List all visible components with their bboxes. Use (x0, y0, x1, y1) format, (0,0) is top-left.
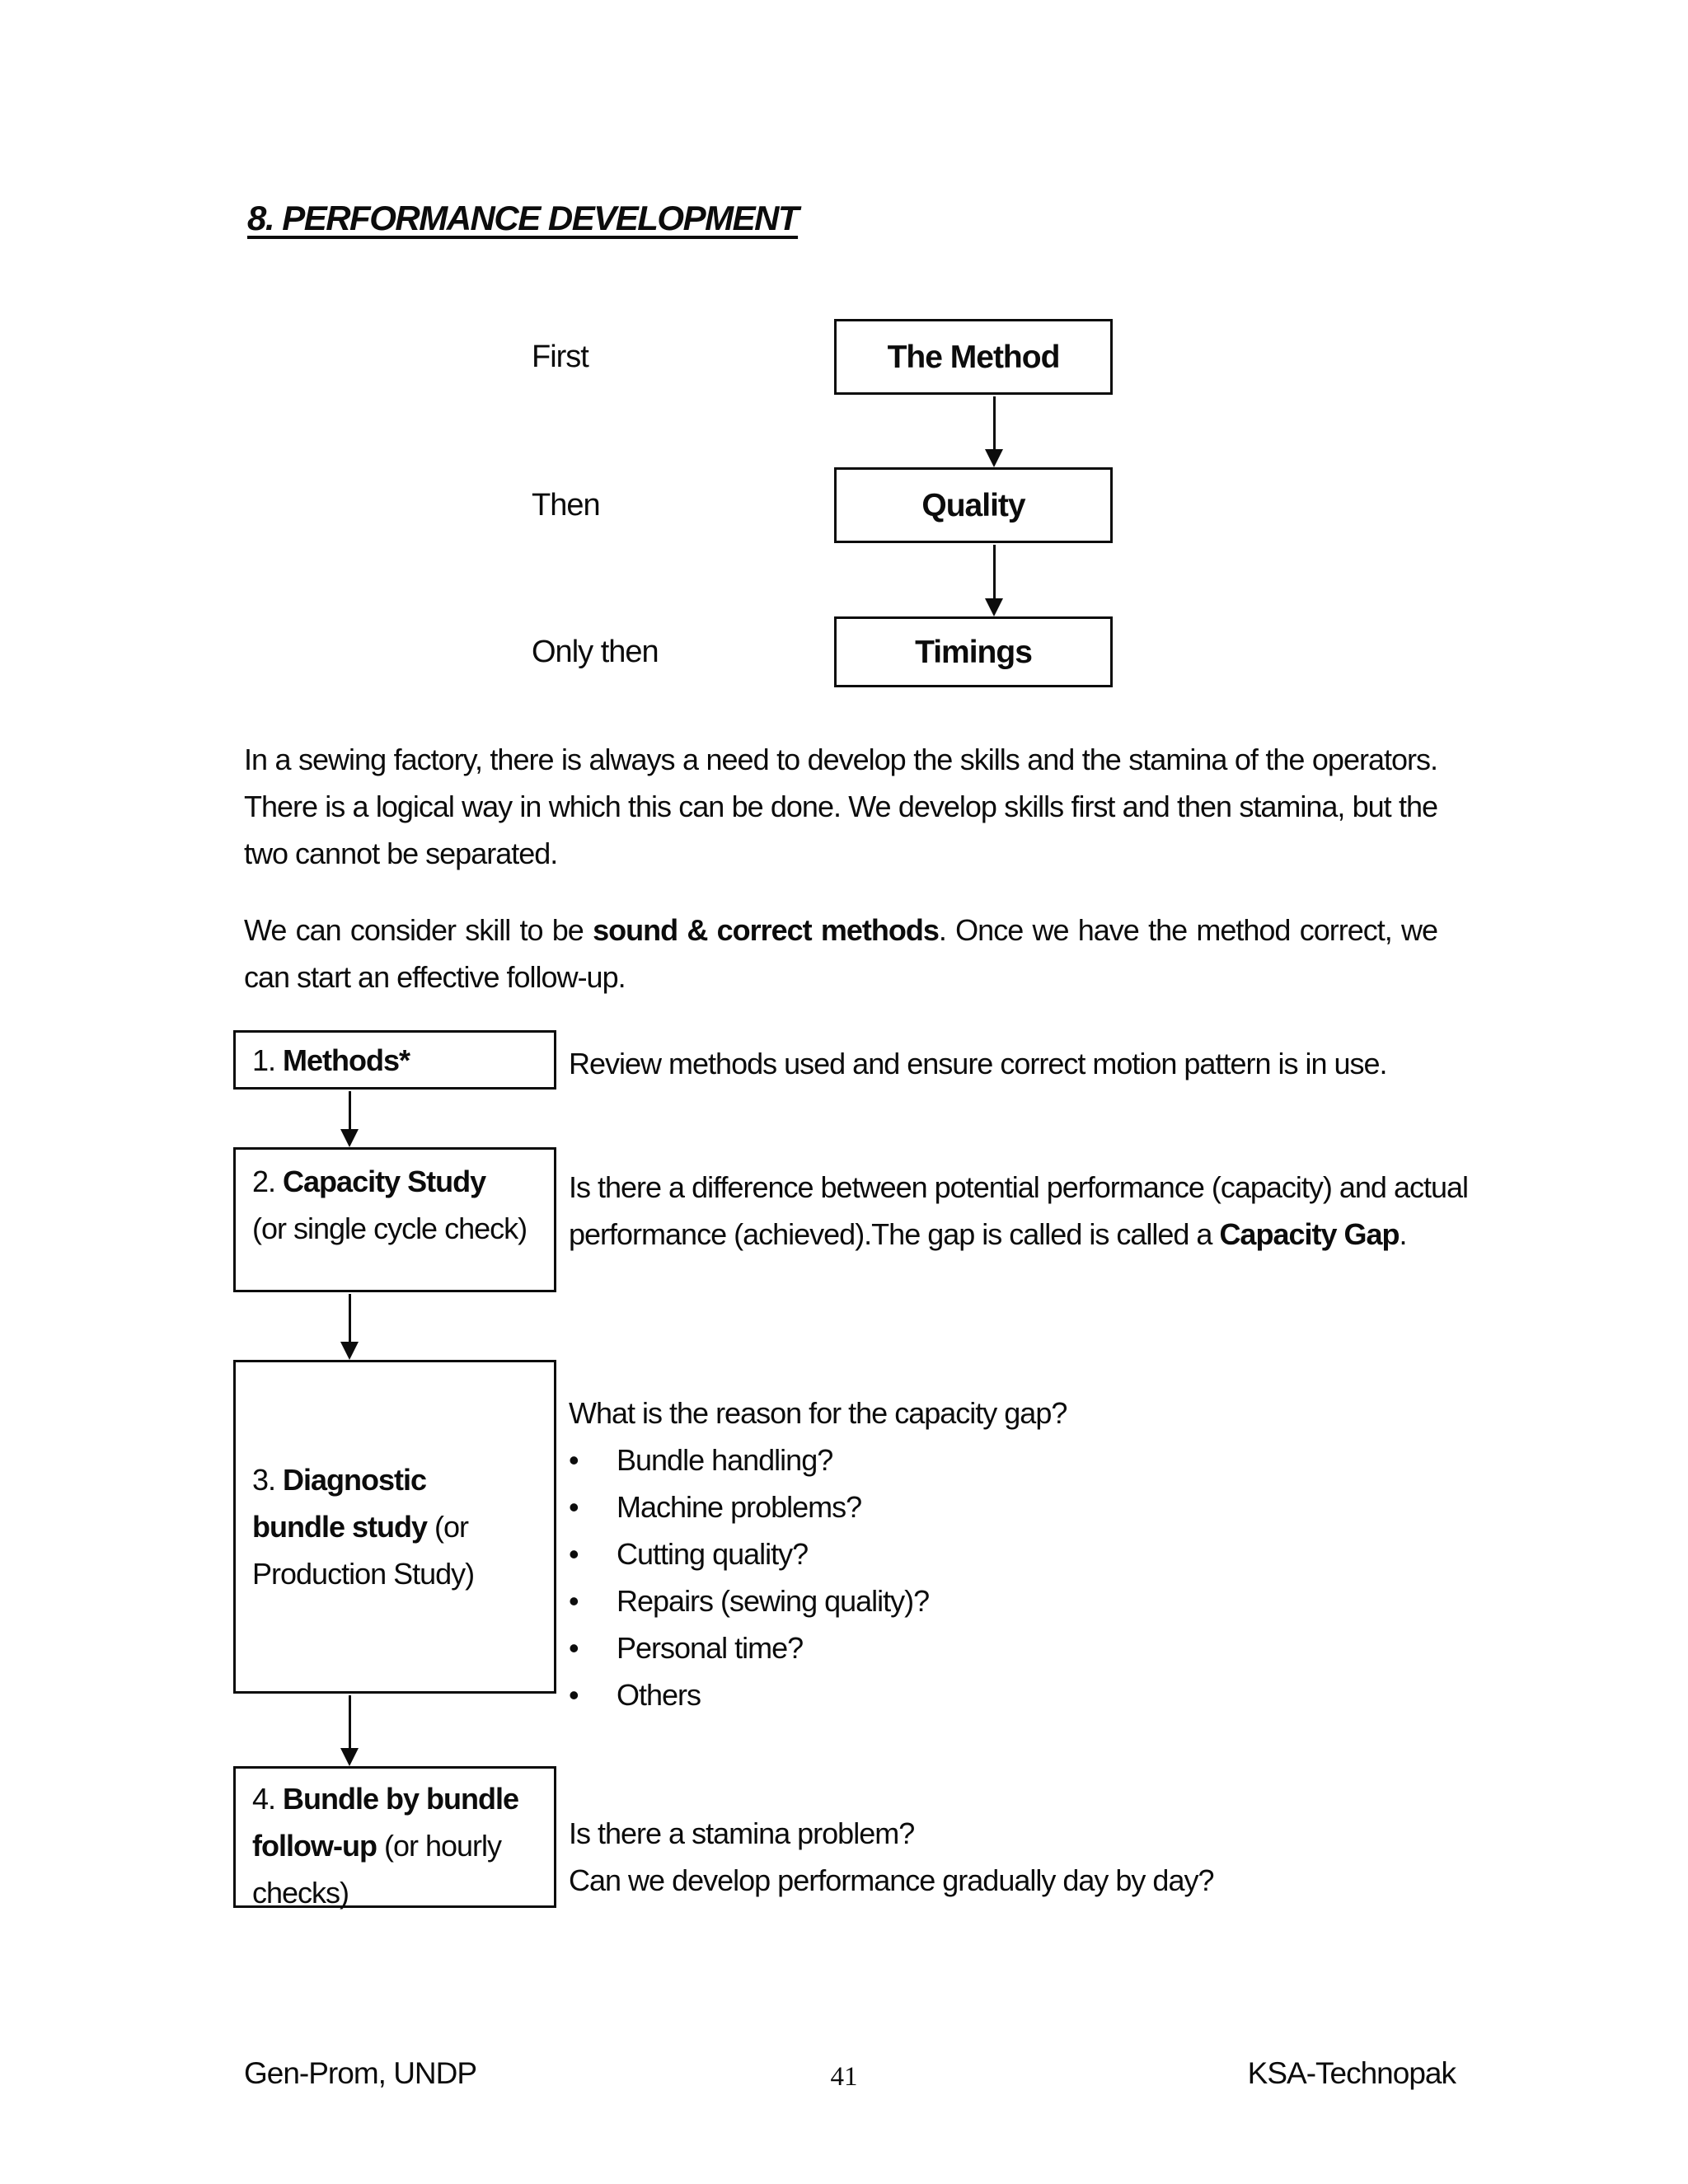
bullet-item: • Others (569, 1671, 1591, 1718)
flow-box-quality: Quality (834, 467, 1113, 543)
flow-label-only-then: Only then (532, 635, 659, 669)
bullet-text: Bundle handling? (617, 1443, 833, 1477)
step4-title-part2: follow-up (252, 1829, 377, 1863)
flow-box-the-method-label: The Method (887, 339, 1061, 375)
step4-title-line3: checks) (252, 1876, 349, 1910)
down-arrow-head-icon (340, 1342, 359, 1360)
step4-description: Is there a stamina problem? Can we devel… (569, 1810, 1591, 1904)
step2-description: Is there a difference between potential … (569, 1164, 1587, 1258)
down-arrow-head-icon (985, 598, 1003, 616)
step2-subtitle: (or single cycle check) (252, 1212, 528, 1245)
bullet-text: Cutting quality? (617, 1537, 809, 1571)
step4-desc-line2: Can we develop performance gradually day… (569, 1863, 1215, 1897)
bullet-icon: • (569, 1678, 579, 1712)
bullet-icon: • (569, 1631, 579, 1665)
down-arrow-head-icon (340, 1748, 359, 1766)
flow-label-first: First (532, 340, 589, 374)
flow-label-then: Then (532, 488, 601, 523)
page-title: 8. PERFORMANCE DEVELOPMENT (247, 199, 799, 237)
step3-title-line3: Production Study) (252, 1557, 475, 1591)
step4-title-line1: 4. Bundle by bundle (252, 1775, 542, 1822)
step3-title-line1: 3. Diagnostic (252, 1456, 534, 1503)
step4-suffix: (or hourly (376, 1829, 502, 1863)
step1-box: 1. Methods* (233, 1030, 556, 1090)
skill-paragraph-bold: sound & correct methods (593, 913, 940, 947)
step4-number: 4. (252, 1782, 284, 1816)
bullet-text: Personal time? (617, 1631, 804, 1665)
bullet-item: • Bundle handling? (569, 1436, 1591, 1483)
step2-desc-part2: . (1399, 1217, 1408, 1251)
flow-box-timings-label: Timings (915, 634, 1033, 670)
step1-title-line: 1. Methods* (252, 1037, 410, 1084)
bullet-item: • Repairs (sewing quality)? (569, 1577, 1591, 1624)
bullet-text: Repairs (sewing quality)? (617, 1584, 930, 1618)
bullet-text: Machine problems? (617, 1490, 862, 1524)
bullet-icon: • (569, 1537, 579, 1571)
step3-title-part2: bundle study (252, 1510, 428, 1544)
step2-title: Capacity Study (283, 1165, 486, 1198)
down-arrow-icon (349, 1091, 351, 1129)
down-arrow-icon (349, 1294, 351, 1342)
step4-title-part1: Bundle by bundle (283, 1782, 519, 1816)
step1-description: Review methods used and ensure correct m… (569, 1047, 1388, 1080)
bullet-icon: • (569, 1443, 579, 1477)
flow-box-quality-label: Quality (921, 487, 1025, 523)
step2-title-line: 2. Capacity Study (252, 1158, 534, 1205)
step3-suffix: (or (427, 1510, 469, 1544)
footer-left: Gen-Prom, UNDP (244, 2056, 477, 2090)
step2-box: 2. Capacity Study (or single cycle check… (233, 1147, 556, 1292)
step1-title: Methods* (283, 1043, 410, 1077)
bullet-item: • Cutting quality? (569, 1530, 1591, 1577)
skill-paragraph-part2: . Once we have the method correct, we ca… (244, 913, 1438, 994)
down-arrow-head-icon (340, 1129, 359, 1147)
down-arrow-icon (349, 1695, 351, 1748)
bullet-item: • Personal time? (569, 1624, 1591, 1671)
down-arrow-head-icon (985, 449, 1003, 467)
footer-right: KSA-Technopak (1247, 2056, 1456, 2090)
flow-box-timings: Timings (834, 616, 1113, 687)
step3-number: 3. (252, 1463, 284, 1497)
intro-paragraph: In a sewing factory, there is always a n… (244, 743, 1438, 870)
down-arrow-icon (993, 396, 996, 449)
footer-page-number: 41 (830, 2062, 858, 2092)
step3-title-part1: Diagnostic (283, 1463, 427, 1497)
step4-box: 4. Bundle by bundle follow-up (or hourly… (233, 1766, 556, 1910)
step1-number: 1. (252, 1043, 284, 1077)
step2-desc-bold: Capacity Gap (1219, 1217, 1400, 1251)
bullet-icon: • (569, 1584, 579, 1618)
bullet-item: • Machine problems? (569, 1483, 1591, 1530)
bullet-icon: • (569, 1490, 579, 1524)
step3-content: What is the reason for the capacity gap?… (569, 1390, 1591, 1718)
down-arrow-icon (993, 545, 996, 598)
step2-desc-part1: Is there a difference between potential … (569, 1170, 1469, 1251)
step4-desc-line1: Is there a stamina problem? (569, 1816, 915, 1850)
step2-number: 2. (252, 1165, 284, 1198)
skill-paragraph: We can consider skill to be sound & corr… (244, 907, 1438, 1001)
step4-title-line2: follow-up (or hourly (252, 1822, 542, 1869)
step3-title-line2: bundle study (or (252, 1503, 534, 1550)
step3-question: What is the reason for the capacity gap? (569, 1396, 1067, 1430)
flow-box-the-method: The Method (834, 319, 1113, 395)
skill-paragraph-part1: We can consider skill to be (244, 913, 593, 947)
bullet-text: Others (617, 1678, 701, 1712)
step3-box: 3. Diagnostic bundle study (or Productio… (233, 1360, 556, 1694)
